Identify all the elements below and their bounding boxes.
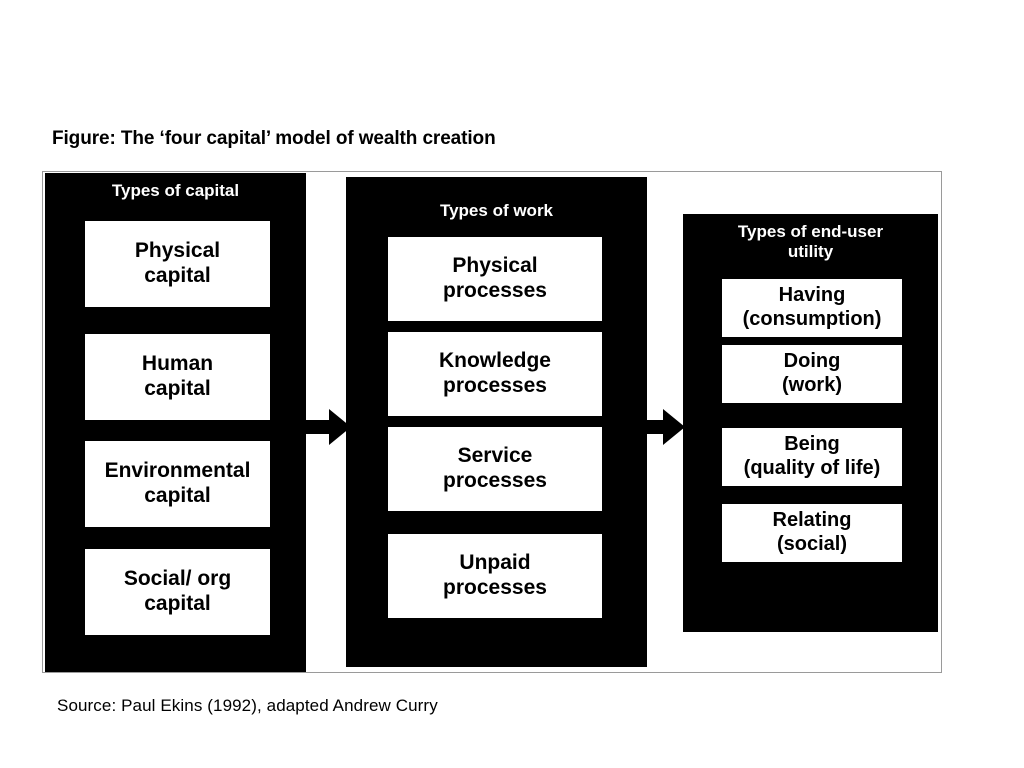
item-doing-work[interactable]: Doing (work)	[722, 345, 902, 403]
column-header-types-of-end-user-utility: Types of end-user utility	[737, 222, 884, 262]
item-environmental-capital[interactable]: Environmental capital	[85, 441, 270, 527]
item-social-org-capital[interactable]: Social/ org capital	[85, 549, 270, 635]
item-knowledge-processes[interactable]: Knowledge processes	[388, 332, 602, 416]
column-header-types-of-work: Types of work	[439, 201, 554, 220]
column-types-of-work: Types of work Physical processes Knowled…	[346, 177, 647, 667]
source-caption: Source: Paul Ekins (1992), adapted Andre…	[57, 696, 438, 715]
item-having-consumption[interactable]: Having (consumption)	[722, 279, 902, 337]
item-physical-capital[interactable]: Physical capital	[85, 221, 270, 307]
item-service-processes[interactable]: Service processes	[388, 427, 602, 511]
item-relating-social[interactable]: Relating (social)	[722, 504, 902, 562]
item-human-capital[interactable]: Human capital	[85, 334, 270, 420]
column-types-of-end-user-utility: Types of end-user utility Having (consum…	[683, 214, 938, 632]
item-being-quality-of-life[interactable]: Being (quality of life)	[722, 428, 902, 486]
column-header-types-of-capital: Types of capital	[111, 181, 240, 200]
column-types-of-capital: Types of capital Physical capital Human …	[45, 173, 306, 672]
page-title: Figure: The ‘four capital’ model of weal…	[52, 128, 496, 149]
right-arrow-icon-capital-to-work	[306, 408, 352, 446]
diagram-frame: Types of capital Physical capital Human …	[42, 171, 942, 673]
right-arrow-icon-work-to-utility	[640, 408, 686, 446]
item-unpaid-processes[interactable]: Unpaid processes	[388, 534, 602, 618]
item-physical-processes[interactable]: Physical processes	[388, 237, 602, 321]
